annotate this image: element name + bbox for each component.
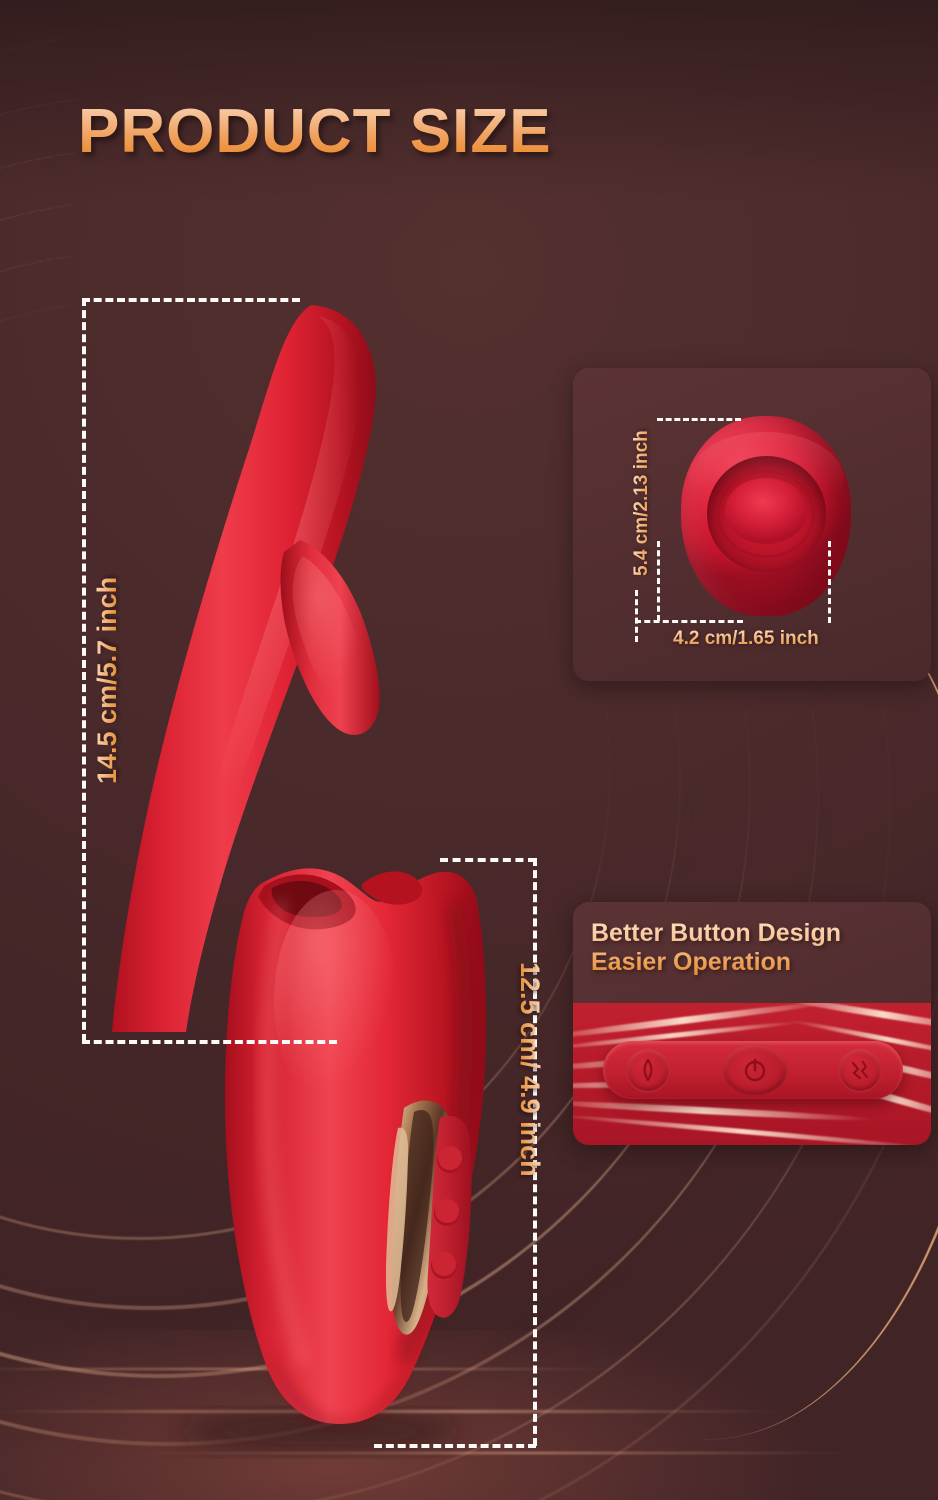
button-card-heading-line1: Better Button Design xyxy=(591,919,841,947)
rose-height-label: 5.4 cm/2.13 inch xyxy=(631,430,652,576)
ribbon-arc-4 xyxy=(0,61,903,1500)
rose-head-graphic xyxy=(681,416,851,616)
rose-head-detail-card: 5.4 cm/2.13 inch 4.2 cm/1.65 inch xyxy=(573,368,931,681)
lower-length-top-guide xyxy=(440,858,536,862)
rose-top-highlight xyxy=(687,432,845,528)
rose-height-top-guide xyxy=(657,418,741,421)
leaf-icon xyxy=(643,1058,653,1082)
button-closeup-photo xyxy=(573,1003,931,1145)
power-icon xyxy=(744,1058,766,1082)
overall-length-left-guide xyxy=(82,298,86,1042)
rose-width-right-guide xyxy=(828,541,831,623)
lower-length-bottom-guide xyxy=(374,1444,536,1448)
overall-length-bottom-guide xyxy=(82,1040,337,1044)
overall-length-label: 14.5 cm/5.7 inch xyxy=(92,576,122,784)
rose-width-left-guide xyxy=(657,541,660,621)
top-vignette xyxy=(0,0,938,200)
rose-height-left-guide xyxy=(635,590,638,642)
wave-icon xyxy=(851,1061,868,1080)
floor-wave-2 xyxy=(0,1410,800,1413)
floor-glow xyxy=(0,1330,938,1500)
control-button-strip xyxy=(603,1041,903,1099)
rose-width-label: 4.2 cm/1.65 inch xyxy=(673,628,819,649)
rose-width-bottom-guide xyxy=(635,620,743,623)
floor-wave-3 xyxy=(120,1452,880,1454)
petal-mode-button[interactable] xyxy=(627,1049,669,1091)
floor-wave-1 xyxy=(0,1368,640,1370)
rose-inner-ring-outline xyxy=(716,470,816,558)
power-button[interactable] xyxy=(723,1045,787,1095)
ribbon-shade-2 xyxy=(0,37,912,1500)
overall-length-top-guide xyxy=(82,298,300,302)
button-design-card: Better Button Design Easier Operation xyxy=(573,902,931,1145)
lower-length-right-guide xyxy=(533,858,537,1446)
ribbon-arc-3 xyxy=(0,121,827,1455)
button-card-heading: Better Button Design Easier Operation xyxy=(591,919,921,977)
vibration-mode-button[interactable] xyxy=(839,1049,881,1091)
page-title: PRODUCT SIZE xyxy=(78,96,552,166)
lower-length-label: 12.5 cm/ 4.9 inch xyxy=(515,962,545,1177)
photo-streak xyxy=(573,1112,931,1145)
button-card-heading-line2: Easier Operation xyxy=(591,947,792,976)
rose-suction-core xyxy=(725,478,807,544)
